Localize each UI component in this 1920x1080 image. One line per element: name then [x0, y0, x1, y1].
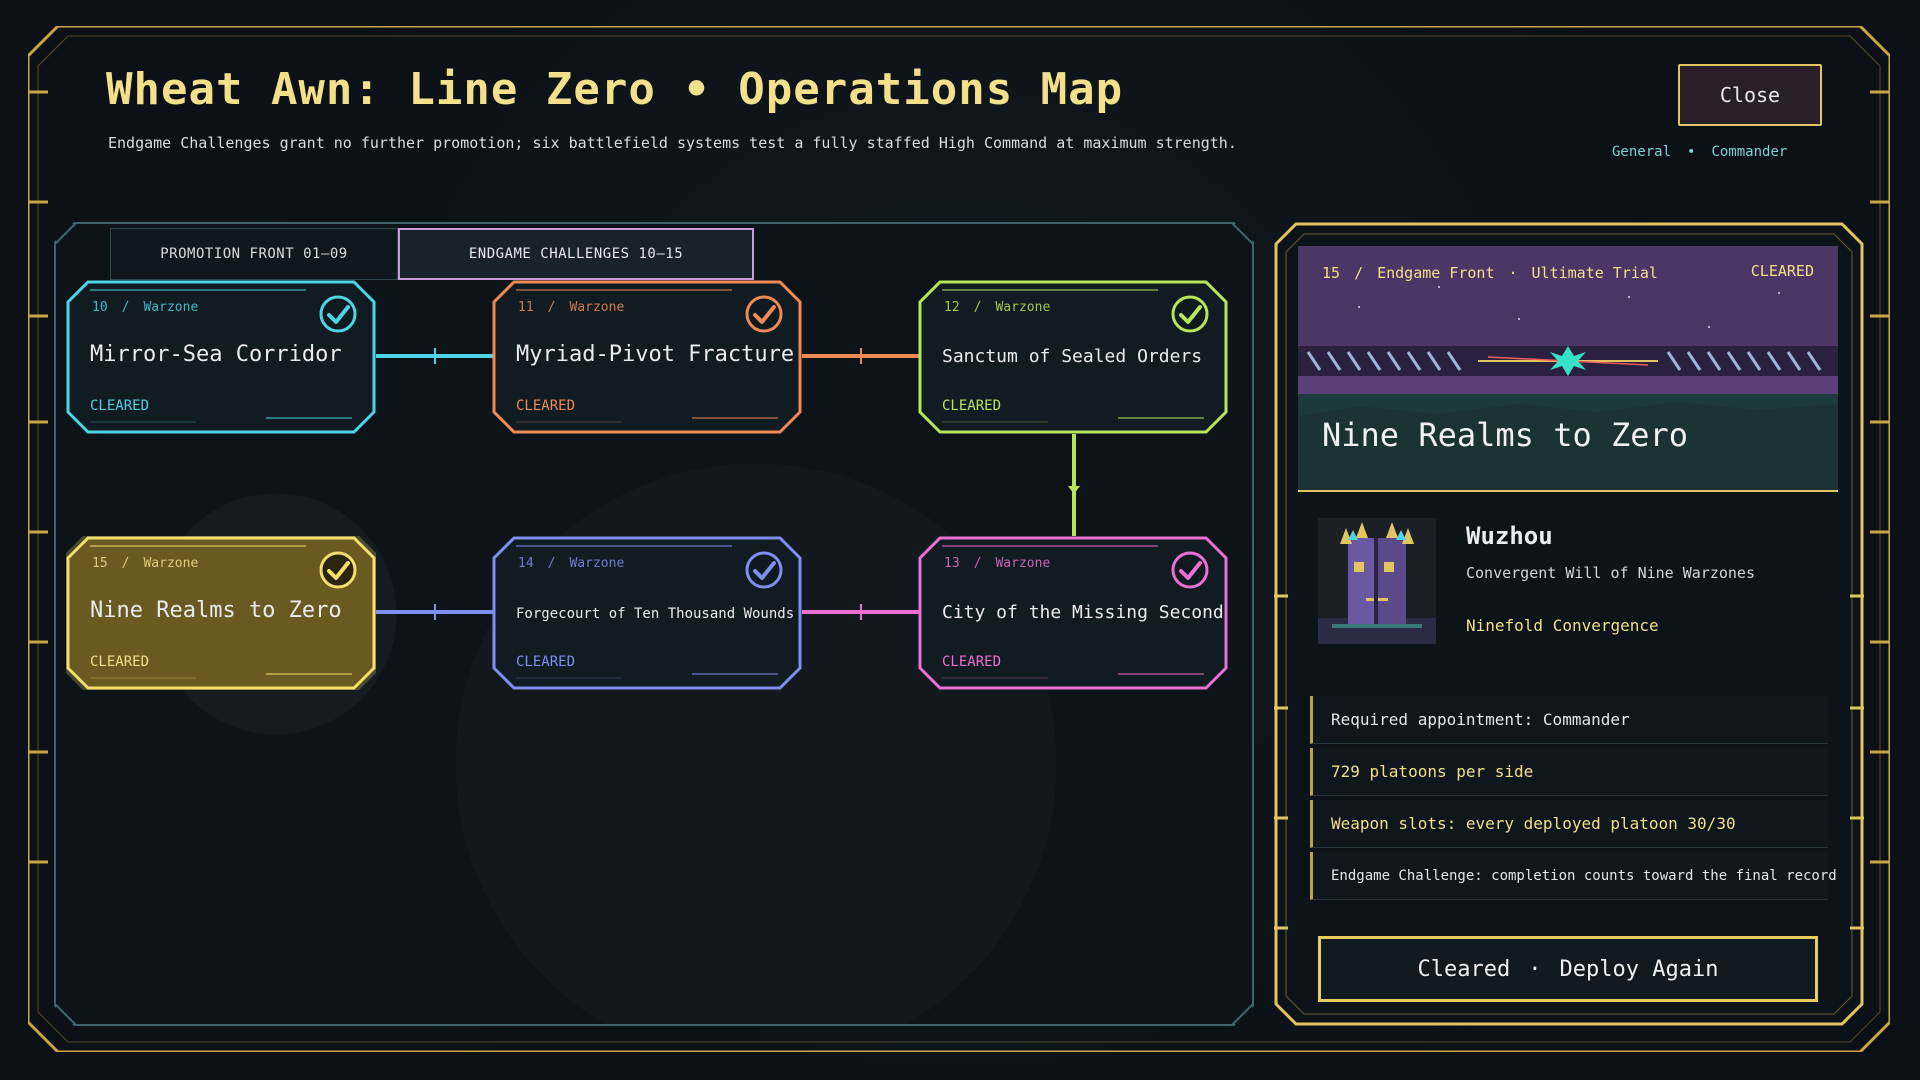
- deploy-dot: ·: [1528, 956, 1542, 982]
- warzone-node-15[interactable]: 15 / Warzone Nine Realms to Zero CLEARED: [66, 536, 376, 690]
- banner-sep: /: [1354, 264, 1364, 282]
- banner-dot: ·: [1508, 264, 1518, 282]
- node-meta: 12 / Warzone: [944, 300, 1050, 315]
- node-sep: /: [121, 556, 130, 571]
- check-icon: [319, 551, 357, 589]
- deploy-status: Cleared: [1417, 956, 1511, 982]
- rank-separator: •: [1687, 144, 1696, 160]
- check-icon: [745, 295, 783, 333]
- banner-warzone-name: Nine Realms to Zero: [1322, 416, 1689, 454]
- node-status: CLEARED: [516, 398, 576, 414]
- warzone-node-11[interactable]: 11 / Warzone Myriad-Pivot Fracture CLEAR…: [492, 280, 802, 434]
- close-button[interactable]: Close: [1678, 64, 1822, 126]
- boss-portrait: [1318, 518, 1436, 644]
- node-meta: 14 / Warzone: [518, 556, 624, 571]
- node-kind: Warzone: [995, 300, 1051, 315]
- rank-general: General: [1612, 144, 1672, 160]
- boss-tag: Ninefold Convergence: [1466, 616, 1659, 635]
- warzone-node-12[interactable]: 12 / Warzone Sanctum of Sealed Orders CL…: [918, 280, 1228, 434]
- node-number: 13: [944, 556, 960, 571]
- node-name: City of the Missing Second: [942, 602, 1224, 623]
- banner-trial: Ultimate Trial: [1531, 264, 1658, 282]
- tab-endgame-challenges[interactable]: ENDGAME CHALLENGES 10–15: [398, 228, 754, 280]
- check-icon: [1171, 295, 1209, 333]
- outer-frame: [28, 26, 1890, 1052]
- banner-status: CLEARED: [1750, 262, 1814, 280]
- node-sep: /: [547, 556, 556, 571]
- node-sep: /: [121, 300, 130, 315]
- node-kind: Warzone: [995, 556, 1051, 571]
- boss-name: Wuzhou: [1466, 522, 1553, 550]
- node-sep: /: [973, 300, 982, 315]
- node-number: 11: [518, 300, 534, 315]
- node-sep: /: [547, 300, 556, 315]
- node-name: Forgecourt of Ten Thousand Wounds: [516, 606, 795, 622]
- node-kind: Warzone: [569, 300, 625, 315]
- node-name: Sanctum of Sealed Orders: [942, 346, 1203, 367]
- requirements-list: Required appointment: Commander 729 plat…: [1310, 696, 1837, 904]
- requirement-weapon-slots: Weapon slots: every deployed platoon 30/…: [1310, 800, 1828, 848]
- warzone-node-14[interactable]: 14 / Warzone Forgecourt of Ten Thousand …: [492, 536, 802, 690]
- check-icon: [1171, 551, 1209, 589]
- warzone-node-13[interactable]: 13 / Warzone City of the Missing Second …: [918, 536, 1228, 690]
- node-meta: 11 / Warzone: [518, 300, 624, 315]
- node-name: Myriad-Pivot Fracture: [516, 342, 795, 367]
- node-kind: Warzone: [143, 300, 199, 315]
- node-meta: 13 / Warzone: [944, 556, 1050, 571]
- node-status: CLEARED: [90, 654, 150, 670]
- node-status: CLEARED: [942, 398, 1002, 414]
- banner-num: 15: [1322, 264, 1341, 282]
- node-kind: Warzone: [569, 556, 625, 571]
- warzone-node-10[interactable]: 10 / Warzone Mirror-Sea Corridor CLEARED: [66, 280, 376, 434]
- node-meta: 10 / Warzone: [92, 300, 198, 315]
- node-sep: /: [973, 556, 982, 571]
- node-number: 15: [92, 556, 108, 571]
- node-name: Mirror-Sea Corridor: [90, 342, 342, 367]
- boss-title: Convergent Will of Nine Warzones: [1466, 564, 1755, 582]
- rank-commander: Commander: [1711, 144, 1788, 160]
- node-meta: 15 / Warzone: [92, 556, 198, 571]
- requirement-record: Endgame Challenge: completion counts tow…: [1310, 852, 1837, 900]
- node-status: CLEARED: [516, 654, 576, 670]
- node-status: CLEARED: [90, 398, 150, 414]
- node-number: 10: [92, 300, 108, 315]
- requirement-appointment: Required appointment: Commander: [1310, 696, 1828, 744]
- map-panel-border: [54, 222, 1254, 1026]
- check-icon: [745, 551, 783, 589]
- deploy-again-button[interactable]: Cleared · Deploy Again: [1318, 936, 1818, 1002]
- node-name: Nine Realms to Zero: [90, 598, 342, 623]
- tab-promotion-front[interactable]: PROMOTION FRONT 01–09: [110, 228, 398, 280]
- banner-divider: [1298, 246, 1838, 492]
- node-number: 14: [518, 556, 534, 571]
- check-icon: [319, 295, 357, 333]
- node-status: CLEARED: [942, 654, 1002, 670]
- rank-indicator: General • Commander: [1612, 144, 1787, 160]
- deploy-action: Deploy Again: [1559, 956, 1719, 982]
- banner-meta: 15 / Endgame Front · Ultimate Trial: [1322, 264, 1658, 282]
- warzone-banner: 15 / Endgame Front · Ultimate Trial CLEA…: [1298, 246, 1838, 492]
- requirement-platoons: 729 platoons per side: [1310, 748, 1828, 796]
- node-kind: Warzone: [143, 556, 199, 571]
- node-number: 12: [944, 300, 960, 315]
- banner-front: Endgame Front: [1377, 264, 1495, 282]
- page-subtitle: Endgame Challenges grant no further prom…: [108, 134, 1237, 152]
- page-title: Wheat Awn: Line Zero • Operations Map: [106, 64, 1124, 115]
